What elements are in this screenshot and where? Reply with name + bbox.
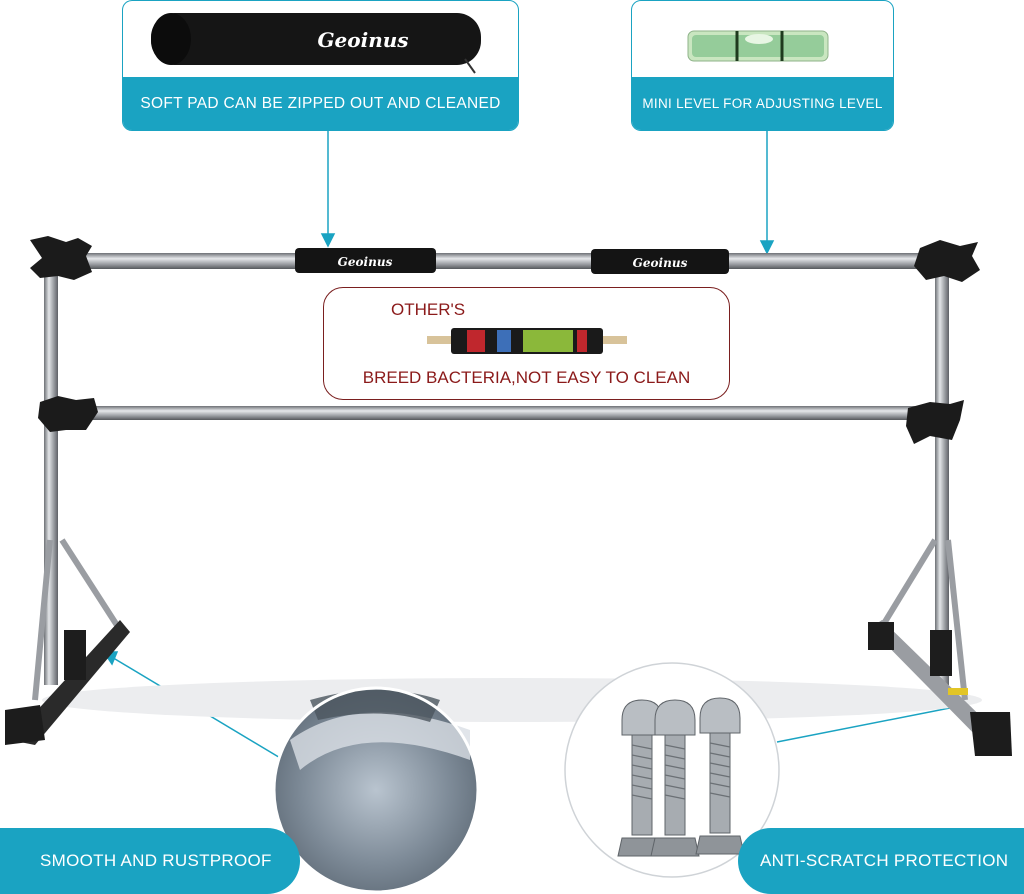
soft-pad-callout: Geoinus SOFT PAD CAN BE ZIPPED OUT AND C… bbox=[122, 0, 519, 131]
floor-shadow bbox=[42, 678, 982, 722]
mini-level-callout: MINI LEVEL FOR ADJUSTING LEVEL bbox=[631, 0, 894, 131]
others-pad-photo bbox=[427, 328, 627, 354]
left-post bbox=[44, 265, 58, 685]
pad-left-brand: Geoinus bbox=[338, 255, 393, 269]
zoom-smooth-surface bbox=[272, 686, 480, 894]
smooth-rustproof-label: SMOOTH AND RUSTPROOF bbox=[0, 828, 300, 894]
anti-scratch-label: ANTI-SCRATCH PROTECTION bbox=[738, 828, 1024, 894]
callout-arrows bbox=[102, 131, 968, 763]
top-barre bbox=[70, 253, 930, 269]
others-caption: BREED BACTERIA,NOT EASY TO CLEAN bbox=[362, 368, 691, 387]
soft-pad-brand: Geoinus bbox=[317, 28, 408, 52]
right-post bbox=[935, 265, 949, 685]
left-stand bbox=[5, 538, 130, 745]
zoom-bolts bbox=[564, 662, 780, 878]
pad-right-brand: Geoinus bbox=[633, 256, 688, 270]
mini-level-photo bbox=[687, 30, 829, 62]
soft-pad-photo: Geoinus bbox=[151, 13, 481, 74]
bottom-barre bbox=[88, 406, 928, 420]
others-comparison-box: OTHER'S BREED BACTERIA,NOT EASY TO CLEAN bbox=[323, 287, 730, 400]
barre-pads: Geoinus Geoinus bbox=[295, 248, 729, 274]
soft-pad-label: SOFT PAD CAN BE ZIPPED OUT AND CLEANED bbox=[123, 77, 518, 130]
mini-level-label: MINI LEVEL FOR ADJUSTING LEVEL bbox=[632, 77, 893, 130]
others-title: OTHER'S bbox=[391, 300, 466, 319]
pad-right bbox=[591, 249, 729, 274]
right-stand bbox=[868, 538, 1012, 756]
joints bbox=[30, 236, 980, 444]
pad-left bbox=[295, 248, 436, 273]
